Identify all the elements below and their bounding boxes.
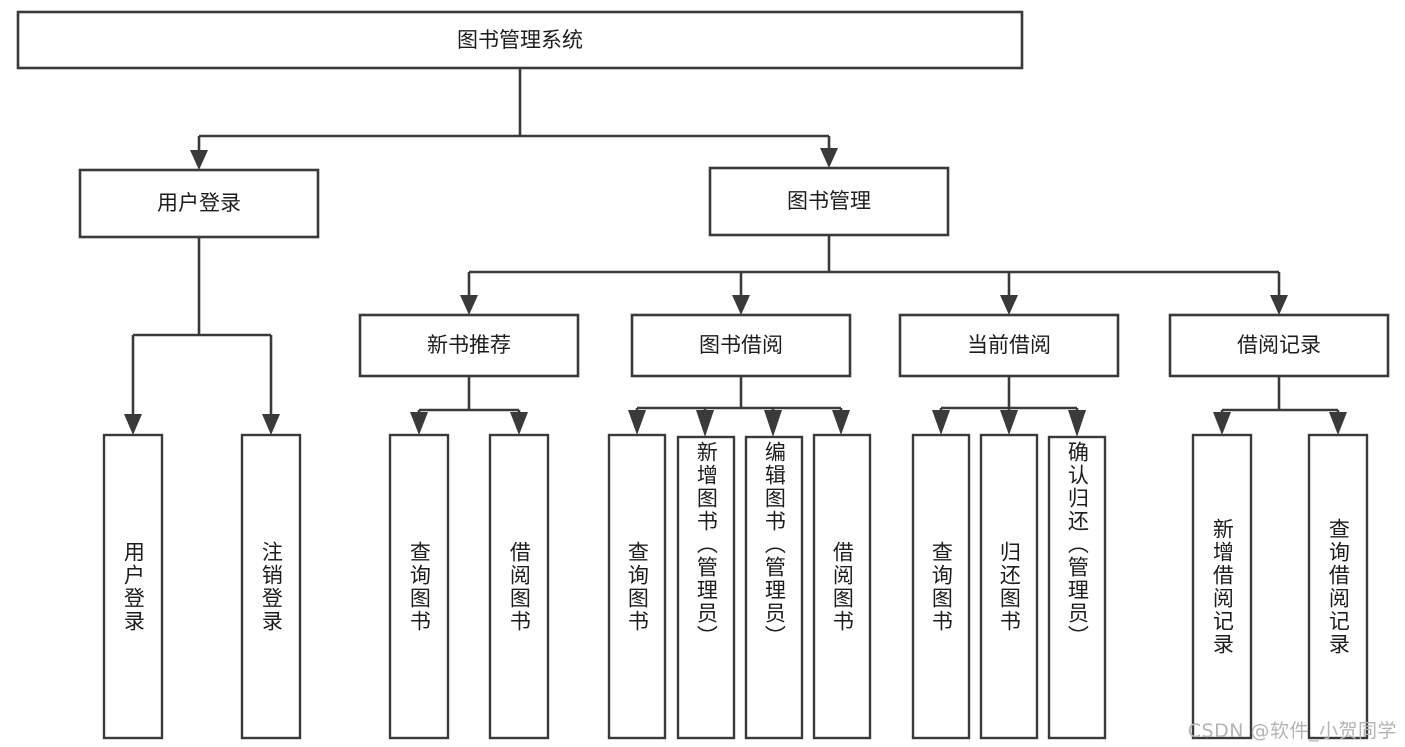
csdn-watermark: CSDN @软件_小贺同学 [1187,720,1397,742]
arrow-to-leaf-borrow-book-1 [510,412,528,435]
arrow-to-new-book-recommend [460,295,478,315]
node-new-book-recommend-box[interactable] [358,313,580,378]
arrow-to-leaf-query-book-3 [932,410,950,435]
arrow-to-borrow-record [1270,295,1288,315]
arrow-to-leaf-add-record [1213,412,1231,435]
node-root-box[interactable] [16,10,1024,70]
node-book-borrow[interactable]: 图书借阅 [630,313,852,378]
leaf-user-logout-box[interactable] [240,433,302,740]
node-book-manage-label: 图书管理 [787,189,871,213]
connector-group-new-book-recommend [410,376,528,435]
leaf-borrow-book-2-box[interactable] [812,433,872,740]
leaf-return-book-box[interactable] [979,433,1039,740]
node-user-login[interactable]: 用户登录 [78,168,320,239]
node-user-login-label: 用户登录 [157,191,241,215]
node-new-book-recommend-label: 新书推荐 [427,333,511,357]
node-current-borrow[interactable]: 当前借阅 [898,313,1120,378]
connector-group-current-borrow [932,376,1086,437]
leaf-query-book-3-box[interactable] [911,433,971,740]
leaf-edit-book-box[interactable] [744,435,804,740]
arrow-to-leaf-query-book-1 [410,412,428,435]
node-book-manage[interactable]: 图书管理 [708,166,950,237]
leaf-query-record-box[interactable] [1307,433,1369,740]
arrow-to-leaf-add-book [696,410,714,437]
arrow-to-book-manage [820,148,838,168]
leaf-query-book-1-box[interactable] [388,433,450,740]
leaf-add-book-box[interactable] [676,435,736,740]
connector-group-borrow-record [1213,376,1347,435]
connector-group-root [190,68,838,170]
arrow-to-leaf-confirm-return [1068,410,1086,437]
node-current-borrow-box[interactable] [898,313,1120,378]
node-borrow-record-label: 借阅记录 [1237,333,1321,357]
node-root-label: 图书管理系统 [457,28,583,52]
node-book-manage-box[interactable] [708,166,950,237]
connector-group-book-manage [460,235,1288,315]
node-book-borrow-label: 图书借阅 [699,333,783,357]
leaf-confirm-return-box[interactable] [1047,435,1107,740]
arrow-to-current-borrow [1000,295,1018,315]
node-new-book-recommend[interactable]: 新书推荐 [358,313,580,378]
connector-group-user-login [124,237,280,435]
node-borrow-record-box[interactable] [1168,313,1390,378]
arrow-to-user-login [190,150,208,170]
leaf-user-login-box[interactable] [102,433,164,740]
node-book-borrow-box[interactable] [630,313,852,378]
arrow-to-leaf-borrow-book-2 [832,410,850,435]
leaf-borrow-book-1-box[interactable] [488,433,550,740]
arrow-to-leaf-query-record [1329,412,1347,435]
arrow-to-leaf-user-login [124,414,142,435]
arrow-to-leaf-return-book [1000,410,1018,435]
node-current-borrow-label: 当前借阅 [967,333,1051,357]
node-user-login-box[interactable] [78,168,320,239]
connector-group-book-borrow [628,376,850,437]
arrow-to-book-borrow [732,295,750,315]
node-root[interactable]: 图书管理系统 [16,10,1024,70]
arrow-to-leaf-query-book-2 [628,410,646,435]
leaf-query-book-2-box[interactable] [607,433,667,740]
arrow-to-leaf-user-logout [262,414,280,435]
leaf-add-record-box[interactable] [1191,433,1253,740]
node-borrow-record[interactable]: 借阅记录 [1168,313,1390,378]
arrow-to-leaf-edit-book [764,410,782,437]
